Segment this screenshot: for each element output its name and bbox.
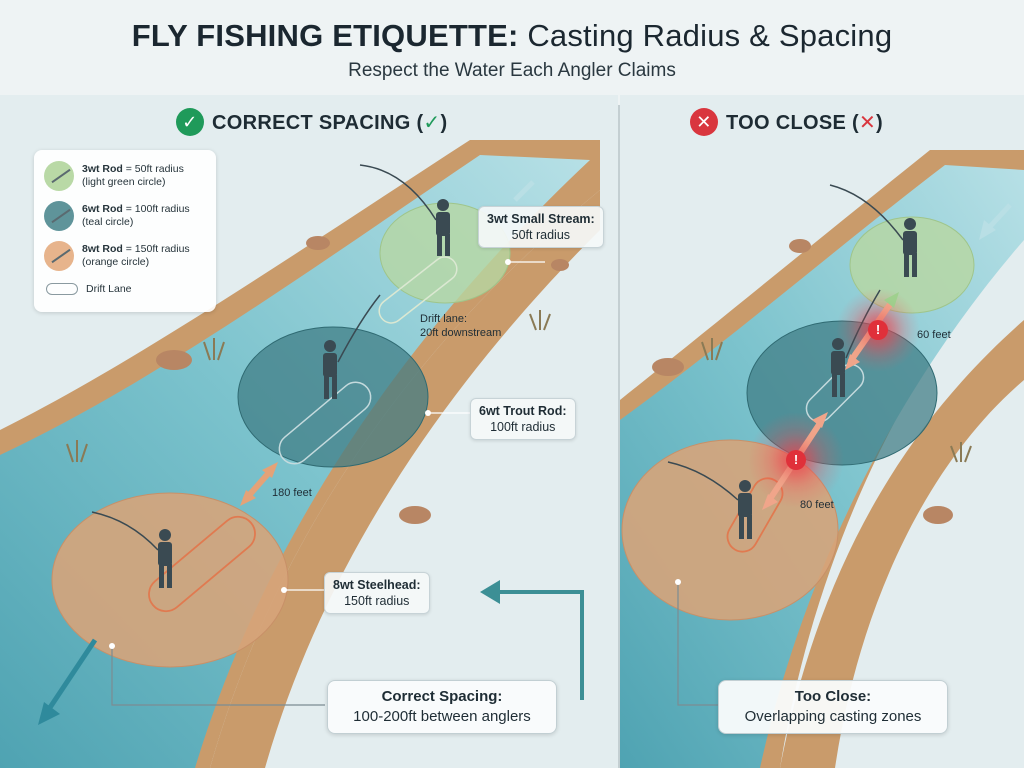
drift-lane-green	[378, 256, 458, 324]
callout-steelhead: 8wt Steelhead:150ft radius	[324, 572, 430, 614]
rock-7	[923, 506, 953, 524]
plant-2	[66, 440, 88, 463]
rod-left-top	[359, 164, 437, 221]
callout-trout-rod: 6wt Trout Rod:100ft radius	[470, 398, 576, 440]
right-bank-inner	[780, 320, 1024, 768]
alert-icon-bottom: !	[786, 450, 806, 470]
legend-item-drift-lane: Drift Lane	[44, 278, 206, 300]
label-80-feet: 80 feet	[800, 499, 834, 511]
rock-5	[789, 239, 811, 253]
angler-right-top	[903, 218, 917, 277]
rod-right-bottom	[667, 461, 739, 501]
rod-left-mid	[337, 294, 381, 363]
overlap-arrow-bottom-head	[812, 412, 828, 428]
overlap-arrow-top-tail	[845, 354, 860, 370]
plant-5	[950, 442, 972, 463]
angler-right-bottom	[738, 480, 752, 539]
overlap-arrow-top-head	[884, 292, 899, 308]
title-rest: Casting Radius & Spacing	[518, 18, 893, 53]
leader-correct-summary	[111, 646, 325, 706]
drift-lane-orange	[148, 515, 256, 613]
legend-item-6wt: 6wt Rod = 100ft radius(teal circle)	[44, 198, 206, 234]
flow-arrow-left-bottom-head	[38, 702, 60, 725]
rod-right-top	[829, 184, 904, 241]
rock-1	[306, 236, 330, 250]
drift-lane-icon	[46, 283, 78, 295]
legend-item-8wt: 8wt Rod = 150ft radius(orange circle)	[44, 238, 206, 274]
callout-correct-spacing: Correct Spacing:100-200ft between angler…	[327, 680, 557, 734]
return-arrow-left	[500, 590, 584, 700]
flow-arrow-left-bottom	[42, 638, 98, 717]
check-mark-icon: ✓	[423, 111, 441, 134]
teal-circle-icon	[44, 201, 74, 231]
flow-arrow-right-top-head	[979, 220, 996, 240]
angler-left-mid	[323, 340, 337, 399]
correct-header-text: CORRECT SPACING (✓)	[212, 111, 448, 134]
legend-item-3wt: 3wt Rod = 50ft radius(light green circle…	[44, 158, 206, 194]
callout-too-close: Too Close:Overlapping casting zones	[718, 680, 948, 734]
plant-3	[529, 310, 551, 331]
left-bank-inner	[210, 190, 600, 768]
angler-left-top	[436, 199, 450, 256]
angler-right-mid	[831, 338, 845, 397]
leader-close-summary	[677, 582, 718, 706]
label-60-feet: 60 feet	[917, 329, 951, 341]
flow-arrow-left-top	[513, 180, 535, 202]
too-close-header: ✕ TOO CLOSE (✕)	[690, 108, 883, 136]
plant-1	[203, 338, 225, 361]
rod-right-mid	[845, 289, 881, 359]
rock-3	[399, 506, 431, 524]
legend: 3wt Rod = 50ft radius(light green circle…	[34, 150, 216, 312]
callout-small-stream: 3wt Small Stream:50ft radius	[478, 206, 604, 248]
plant-4	[701, 338, 723, 361]
rock-4	[551, 259, 569, 271]
label-180-feet: 180 feet	[272, 487, 312, 499]
orange-circle-icon	[44, 241, 74, 271]
drift-lane-teal	[278, 381, 372, 465]
correct-spacing-header: ✓ CORRECT SPACING (✓)	[176, 108, 447, 136]
rock-2	[156, 350, 192, 370]
check-icon: ✓	[176, 108, 204, 136]
alert-icon-top: !	[868, 320, 888, 340]
x-icon: ✕	[690, 108, 718, 136]
spacing-arrow-head-top	[262, 462, 278, 478]
angler-left-bottom	[158, 529, 172, 588]
overlap-arrow-bottom-tail	[762, 494, 778, 510]
label-drift-lane: Drift lane:20ft downstream	[420, 313, 502, 339]
return-arrow-left-head	[480, 580, 500, 604]
spacing-arrow-head-bottom	[240, 490, 256, 506]
page-subtitle: Respect the Water Each Angler Claims	[348, 60, 676, 81]
green-circle-icon	[44, 161, 74, 191]
too-close-header-text: TOO CLOSE (✕)	[726, 111, 883, 134]
rod-left-bottom	[91, 511, 159, 551]
x-mark-icon: ✕	[858, 111, 877, 134]
page-title: FLY FISHING ETIQUETTE: Casting Radius & …	[0, 18, 1024, 54]
rock-6	[652, 358, 684, 376]
title-bold: FLY FISHING ETIQUETTE:	[131, 18, 519, 53]
